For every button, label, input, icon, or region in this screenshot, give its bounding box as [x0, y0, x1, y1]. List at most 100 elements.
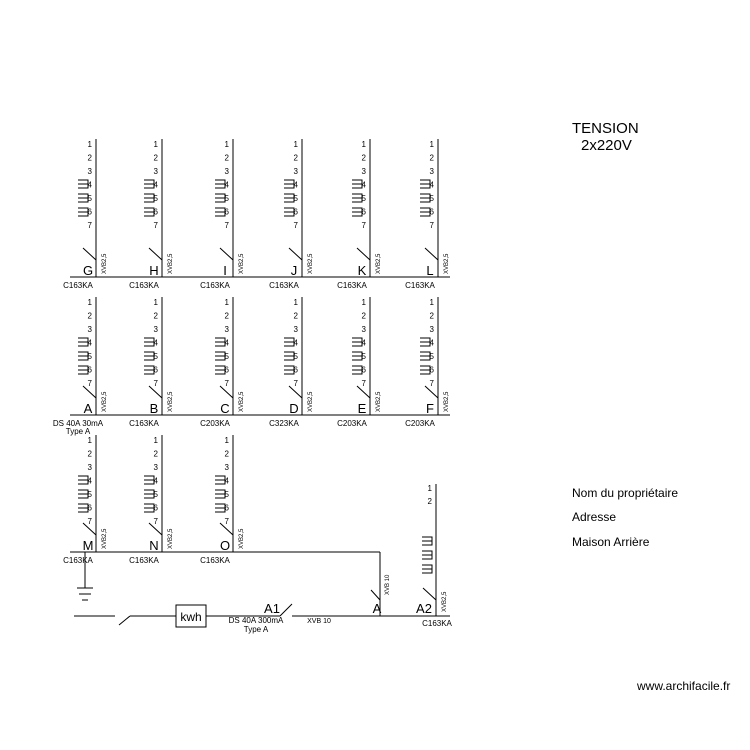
terminal-number: 1	[225, 140, 230, 149]
circuit-r0c5-switch	[424, 247, 439, 261]
terminal-number: 5	[294, 352, 299, 361]
circuit-letter: B	[150, 401, 159, 416]
terminal-number: 5	[154, 194, 159, 203]
terminal-number: 7	[154, 379, 159, 388]
cable-label: XVB2,5	[308, 391, 314, 412]
terminal-number: 6	[430, 366, 435, 375]
terminal-number: 3	[362, 325, 367, 334]
circuit-r0c2-switch	[219, 247, 234, 261]
terminal-number: 1	[430, 298, 435, 307]
terminal-number: 1	[225, 298, 230, 307]
circuit-letter: G	[83, 263, 93, 278]
circuit-letter: E	[358, 401, 367, 416]
circuit-r0c0-switch	[82, 247, 97, 261]
terminal-number: 2	[225, 312, 230, 321]
terminal-number: 3	[430, 167, 435, 176]
circuit-letter: I	[223, 263, 227, 278]
terminal-number: 2	[225, 450, 230, 459]
cable-label: XVB2,5	[102, 528, 108, 549]
cable-label: XVB2,5	[239, 253, 245, 274]
terminal-number: 5	[225, 352, 230, 361]
terminal-number: 5	[154, 490, 159, 499]
terminal-number: 3	[362, 167, 367, 176]
terminal-number: 4	[88, 477, 93, 486]
terminal-number: 6	[225, 366, 230, 375]
a2-terminal-number: 2	[428, 497, 433, 506]
terminal-number: 7	[430, 221, 435, 230]
breaker-label: C163KA	[405, 281, 435, 290]
breaker-label: C323KA	[269, 419, 299, 428]
terminal-number: 3	[294, 167, 299, 176]
breaker-label-2: Type A	[66, 427, 91, 436]
terminal-number: 2	[294, 154, 299, 163]
terminal-number: 4	[88, 339, 93, 348]
breaker-label: C203KA	[200, 419, 230, 428]
circuit-r1c0-switch	[82, 385, 97, 399]
breaker-label: DS 40A 30mA	[53, 419, 104, 428]
terminal-number: 4	[225, 339, 230, 348]
cable-label: XVB2,5	[376, 253, 382, 274]
feed-a-switch	[370, 589, 381, 601]
terminal-number: 1	[88, 140, 93, 149]
terminal-number: 1	[154, 436, 159, 445]
terminal-number: 2	[88, 154, 93, 163]
terminal-number: 4	[362, 339, 367, 348]
breaker-label: C203KA	[405, 419, 435, 428]
terminal-number: 6	[154, 366, 159, 375]
terminal-number: 1	[362, 298, 367, 307]
circuit-r2c0-switch	[82, 522, 97, 536]
terminal-number: 5	[154, 352, 159, 361]
breaker-label: C163KA	[63, 556, 93, 565]
breaker-label: C163KA	[337, 281, 367, 290]
terminal-number: 6	[430, 208, 435, 217]
terminal-number: 3	[294, 325, 299, 334]
terminal-number: 4	[294, 181, 299, 190]
circuit-letter: L	[426, 263, 433, 278]
supply-switch	[118, 615, 131, 626]
terminal-number: 7	[225, 221, 230, 230]
terminal-number: 6	[362, 366, 367, 375]
main-cable-label: XVB 10	[307, 618, 331, 625]
circuit-r0c3-switch	[288, 247, 303, 261]
terminal-number: 7	[362, 379, 367, 388]
terminal-number: 6	[88, 208, 93, 217]
terminal-number: 6	[294, 208, 299, 217]
terminal-number: 1	[362, 140, 367, 149]
terminal-number: 6	[154, 504, 159, 513]
terminal-number: 2	[430, 312, 435, 321]
terminal-number: 3	[154, 463, 159, 472]
circuit-r2c1-switch	[148, 522, 163, 536]
terminal-number: 1	[294, 298, 299, 307]
terminal-number: 6	[154, 208, 159, 217]
circuit-letter: J	[291, 263, 298, 278]
terminal-number: 2	[154, 312, 159, 321]
breaker-label: C163KA	[129, 556, 159, 565]
watermark: www.archifacile.fr	[637, 679, 731, 693]
terminal-number: 7	[88, 221, 93, 230]
circuit-letter: H	[149, 263, 158, 278]
address: Adresse	[572, 510, 617, 524]
terminal-number: 4	[225, 477, 230, 486]
cable-label: XVB2,5	[239, 528, 245, 549]
terminal-number: 6	[225, 504, 230, 513]
terminal-number: 2	[294, 312, 299, 321]
a2-letter: A2	[416, 601, 432, 616]
breaker-label: C163KA	[129, 281, 159, 290]
a1-breaker-2: Type A	[244, 625, 269, 634]
a2-terminal-number: 1	[428, 484, 433, 493]
terminal-number: 3	[225, 167, 230, 176]
cable-label: XVB2,5	[168, 253, 174, 274]
terminal-number: 5	[88, 194, 93, 203]
terminal-number: 1	[430, 140, 435, 149]
breaker-label: C163KA	[129, 419, 159, 428]
terminal-number: 2	[362, 312, 367, 321]
cable-label: XVB2,5	[168, 391, 174, 412]
cable-label: XVB2,5	[444, 253, 450, 274]
terminal-number: 7	[88, 517, 93, 526]
circuit-r1c3-switch	[288, 385, 303, 399]
terminal-number: 7	[294, 379, 299, 388]
circuit-r1c1-switch	[148, 385, 163, 399]
terminal-number: 2	[88, 450, 93, 459]
terminal-number: 4	[294, 339, 299, 348]
terminal-number: 2	[88, 312, 93, 321]
